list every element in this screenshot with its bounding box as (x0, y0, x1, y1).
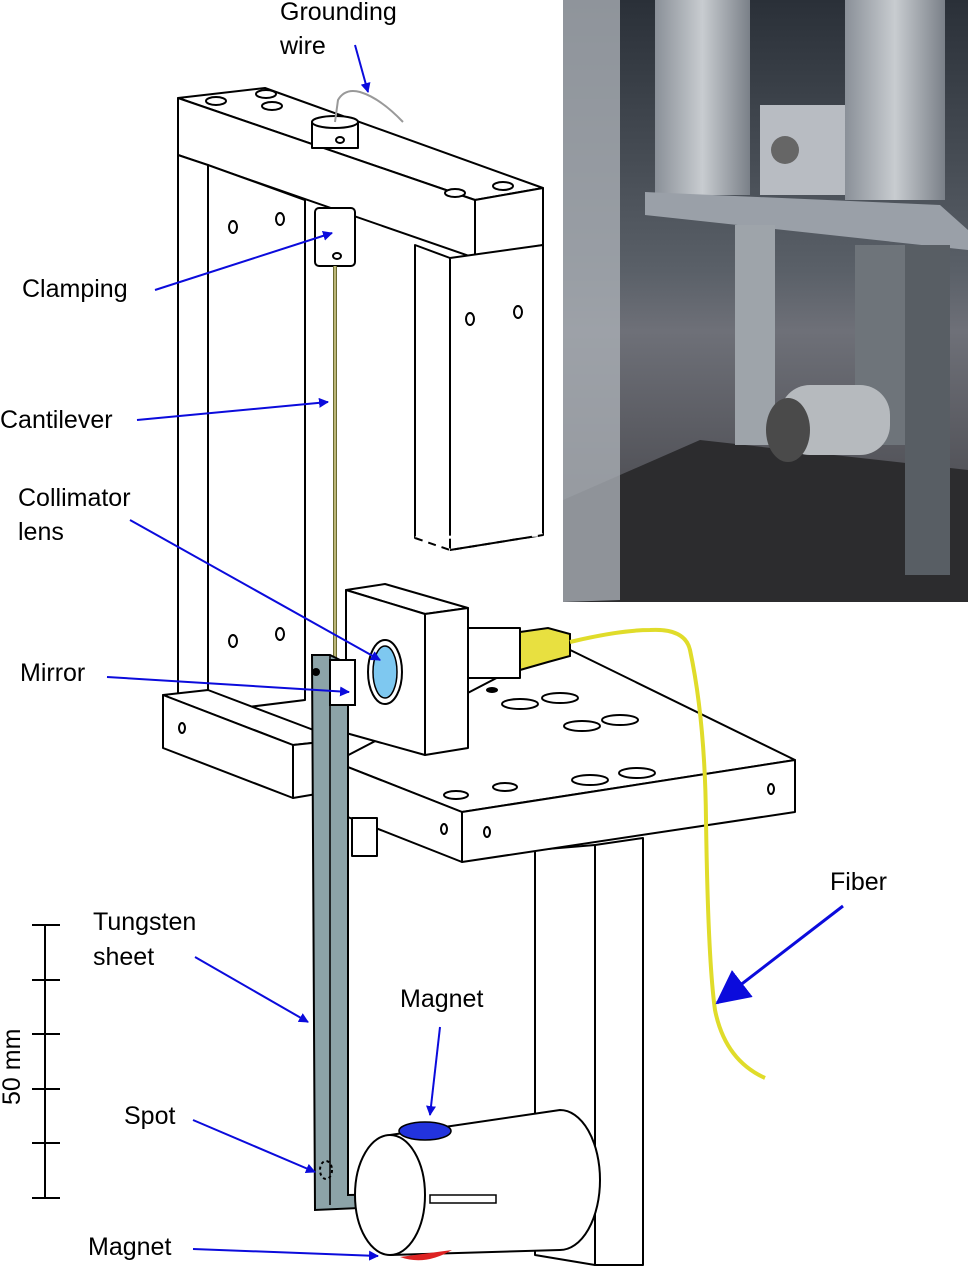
label-collimator-1: Collimator (18, 484, 131, 512)
photo-inset (563, 0, 968, 602)
magnet-cylinder (354, 1109, 601, 1261)
magnet-top-shape (398, 1121, 452, 1141)
label-collimator-2: lens (18, 518, 64, 546)
label-clamping: Clamping (22, 275, 128, 303)
magnet-bottom-shape (400, 1250, 452, 1261)
label-fiber: Fiber (830, 868, 887, 896)
spot-marker (319, 1160, 333, 1180)
labels: Grounding wire Clamping Cantilever Colli… (0, 0, 887, 1261)
label-tungsten-2: sheet (93, 943, 154, 971)
platform (334, 644, 796, 1266)
fiber (569, 627, 766, 1080)
label-cantilever: Cantilever (0, 406, 113, 434)
scale-bar: 50 mm (0, 924, 60, 1199)
label-grounding-wire-2: wire (279, 32, 326, 60)
label-magnet-bottom: Magnet (88, 1233, 171, 1261)
collimator-lens (372, 645, 398, 699)
scale-label: 50 mm (0, 1029, 26, 1105)
annotation-arrows (106, 44, 844, 1261)
label-magnet-top: Magnet (400, 985, 483, 1013)
frame (162, 87, 544, 799)
label-grounding-wire-1: Grounding (280, 0, 397, 26)
label-mirror: Mirror (20, 659, 85, 687)
label-spot: Spot (124, 1102, 175, 1130)
label-tungsten-1: Tungsten (93, 908, 196, 936)
